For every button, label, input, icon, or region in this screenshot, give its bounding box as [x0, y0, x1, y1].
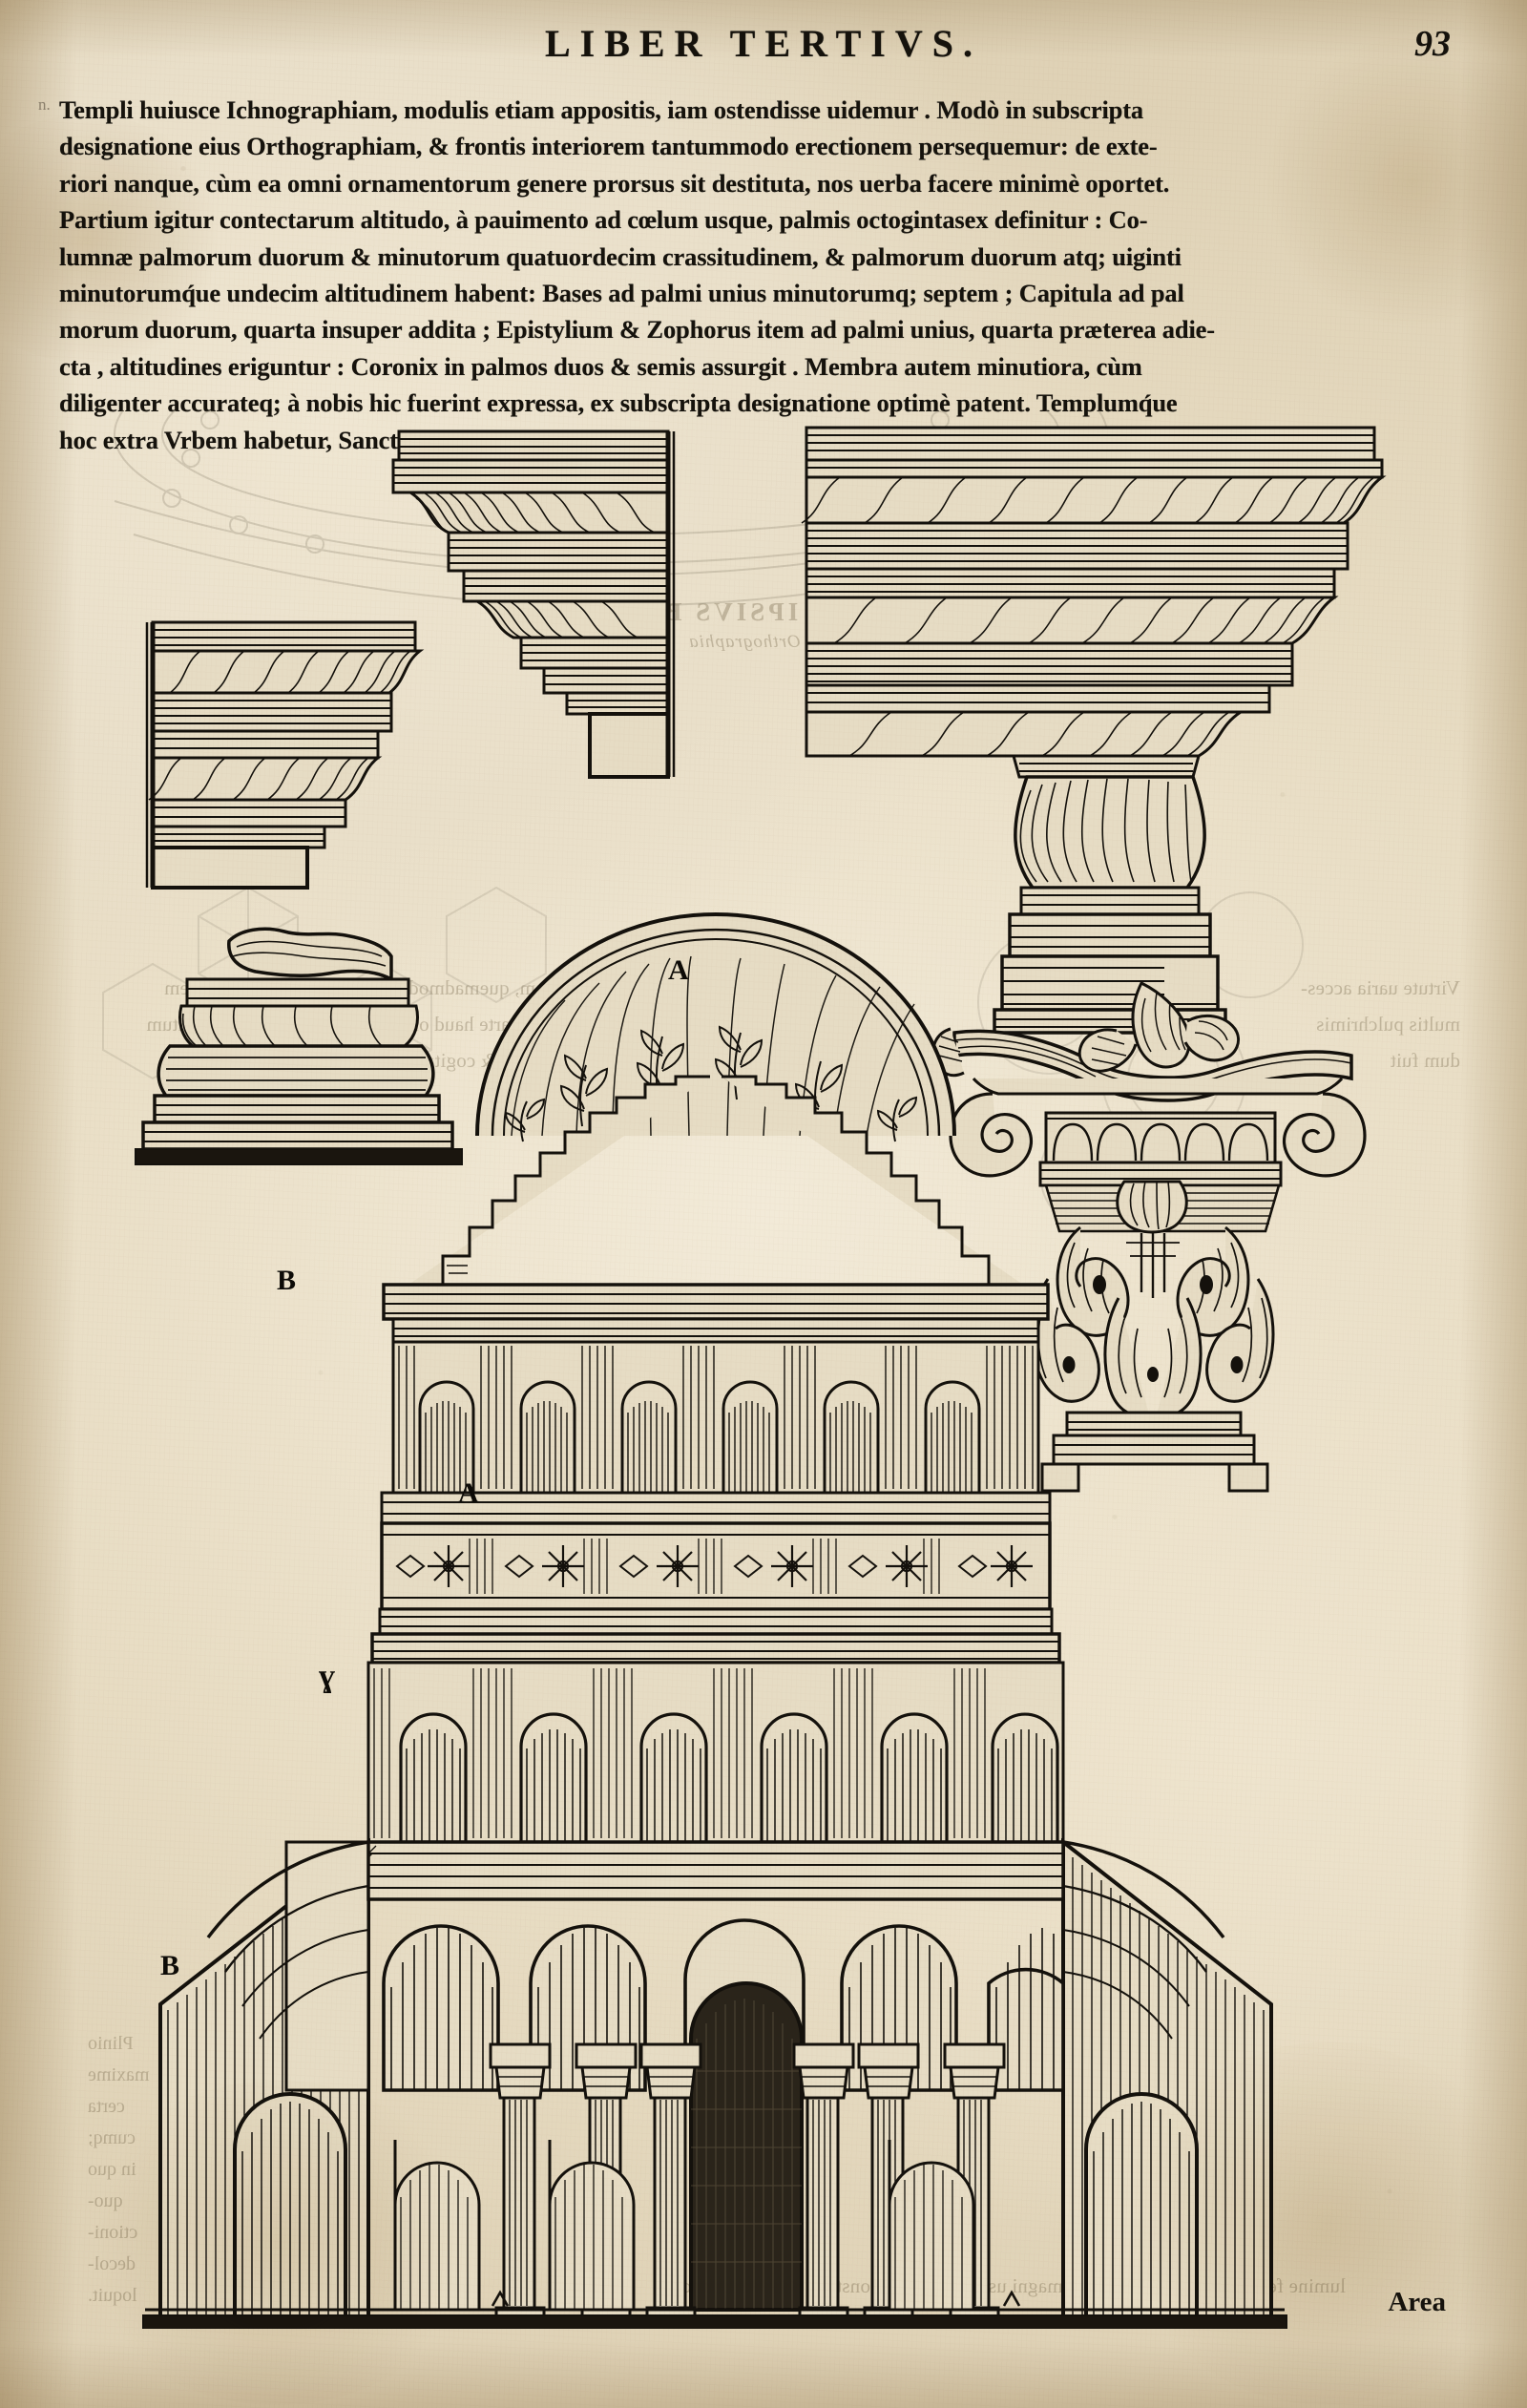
figure-label-b-section: B	[160, 1950, 180, 1981]
woodcut-svg	[102, 410, 1387, 2329]
body-line-3: riori nanque, cùm ea omni ornamentorum g…	[59, 168, 1170, 198]
body-line-9: diligenter accurateq; à nobis hic fuerin…	[59, 388, 1178, 418]
body-paragraph: Templi huiusce Ichnographiam, modulis et…	[59, 92, 1472, 458]
catchword: Area	[1388, 2287, 1446, 2317]
body-line-6: minutorumq́ue undecim altitudinem habent…	[59, 279, 1184, 308]
attic-base	[135, 927, 463, 1165]
figure-label-a-section: A	[458, 1477, 479, 1509]
nave-columns	[489, 2042, 1006, 2325]
entablature-upper-right	[801, 426, 1387, 1035]
body-line-1: Templi huiusce Ichnographiam, modulis et…	[59, 95, 1144, 124]
cornice-upper-left	[391, 429, 676, 779]
figure-label-a-cornice: A	[668, 954, 689, 986]
body-line-4: Partium igitur contectarum altitudo, à p…	[59, 205, 1148, 235]
body-line-5: lumnæ palmorum duorum & minutorum quatuo…	[59, 241, 1182, 271]
figure-label-gamma-base: ɣ	[319, 1659, 335, 1694]
body-line-2: designatione eius Orthographiam, & front…	[59, 132, 1158, 161]
body-line-8: cta , altitudines eriguntur : Coronix in…	[59, 351, 1142, 381]
woodcut-figure	[0, 410, 1527, 2329]
corinthian-capital	[931, 980, 1367, 1493]
figure-label-b-cornice: B	[277, 1265, 297, 1296]
body-line-7: morum duorum, quarta insuper addita ; Ep…	[59, 315, 1215, 345]
marginal-note: n.	[38, 95, 51, 114]
folio-number: 93	[1414, 24, 1451, 64]
page-title: LIBER TERTIVS.	[545, 22, 982, 65]
cornice-mid-left	[145, 620, 425, 890]
church-section	[142, 912, 1287, 2329]
